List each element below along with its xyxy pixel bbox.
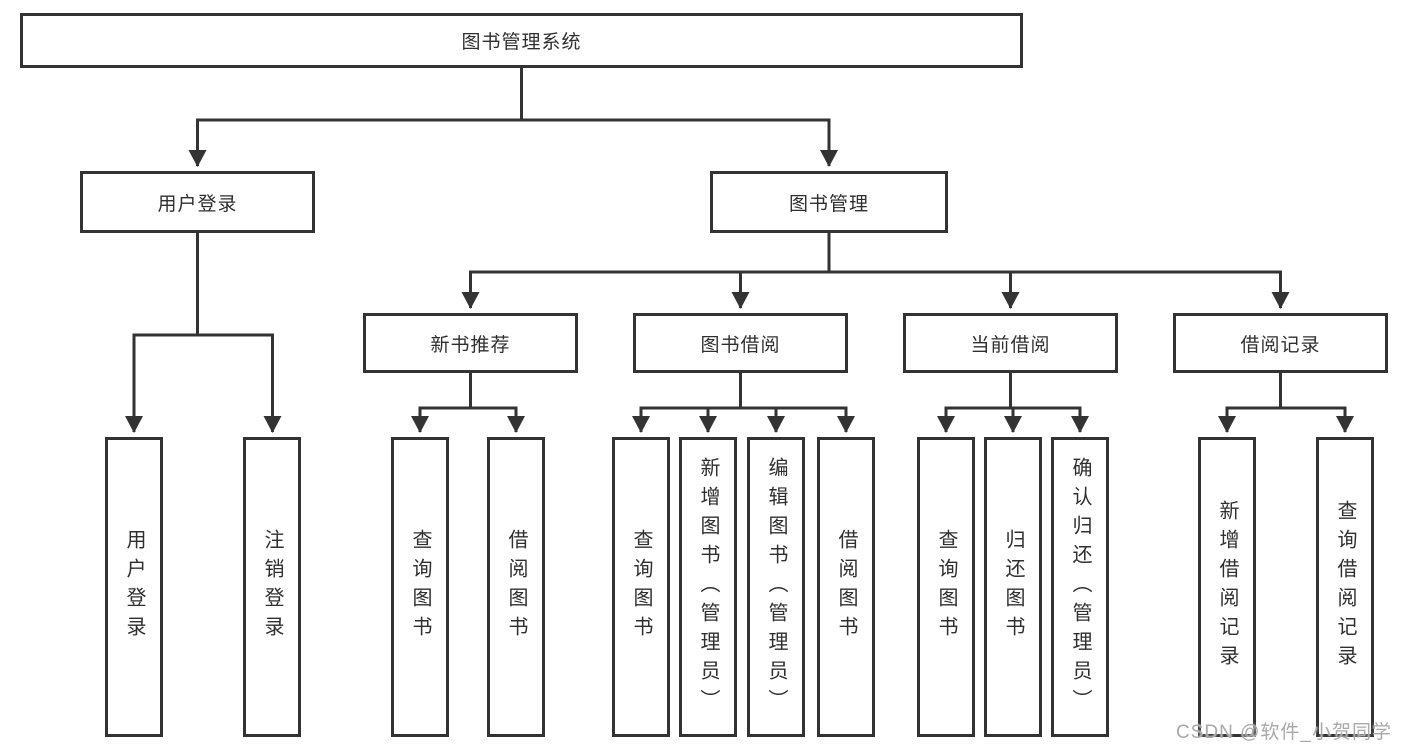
leaf-add-borrow-record: 新增借阅记录 (1198, 437, 1256, 737)
node-borrow-records: 借阅记录 (1173, 313, 1388, 373)
leaf-query-book-2: 查询图书 (612, 437, 670, 737)
csdn-watermark: CSDN @软件_小贺同学 (1176, 722, 1392, 743)
leaf-add-book-admin: 新增图书（管理员） (679, 437, 737, 737)
leaf-query-borrow-record: 查询借阅记录 (1316, 437, 1374, 737)
node-user-login: 用户登录 (80, 171, 315, 233)
leaf-borrow-book-2: 借阅图书 (817, 437, 875, 737)
node-library-system-root: 图书管理系统 (20, 13, 1023, 68)
leaf-logout: 注销登录 (243, 437, 301, 737)
leaf-query-book-3: 查询图书 (917, 437, 975, 737)
node-new-book-recommend: 新书推荐 (363, 313, 578, 373)
leaf-user-login: 用户登录 (105, 437, 163, 737)
leaf-query-book-1: 查询图书 (391, 437, 449, 737)
node-book-management: 图书管理 (710, 171, 948, 233)
leaf-edit-book-admin: 编辑图书（管理员） (747, 437, 805, 737)
node-current-borrow: 当前借阅 (903, 313, 1118, 373)
leaf-return-book: 归还图书 (984, 437, 1042, 737)
leaf-confirm-return-admin: 确认归还（管理员） (1051, 437, 1109, 737)
leaf-borrow-book-1: 借阅图书 (487, 437, 545, 737)
node-book-borrow: 图书借阅 (633, 313, 848, 373)
